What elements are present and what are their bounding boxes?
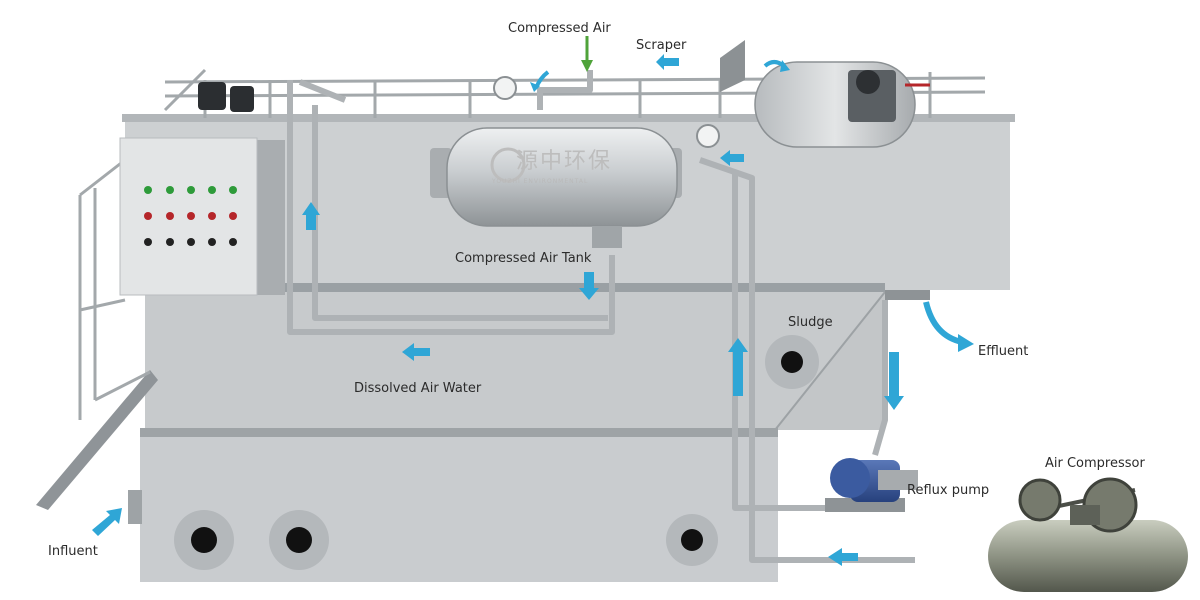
scraper-motor [856, 70, 880, 94]
outlet-flange [269, 510, 329, 570]
outlet-flange [666, 514, 718, 566]
arrow-icon [958, 334, 974, 352]
arrow-icon [884, 352, 904, 410]
label-effluent: Effluent [978, 344, 1029, 359]
arrow-icon [302, 202, 320, 230]
staircase [36, 158, 158, 510]
flow-arrows [92, 54, 974, 566]
watermark-text: 源中环保 [516, 149, 613, 174]
control-cabinet [119, 137, 285, 296]
curved-arrow-icon [923, 301, 963, 345]
watermark-logo-icon [490, 147, 526, 183]
arrow-icon [656, 54, 679, 70]
label-influent: Influent [48, 544, 98, 559]
label-sludge: Sludge [788, 315, 833, 330]
scraper-unit [720, 40, 930, 148]
tank-top-rim [122, 114, 1015, 122]
outlet-flange [174, 510, 234, 570]
control-buttons-black [144, 238, 237, 246]
arrow-icon [828, 548, 858, 566]
label-compressed-air-tank: Compressed Air Tank [455, 251, 592, 266]
arrow-icon [579, 272, 599, 300]
arrow-icon [780, 60, 790, 72]
indicator-lights-green [144, 186, 237, 194]
arrow-icon [720, 150, 744, 166]
agitator-motor [198, 82, 254, 112]
label-air-compressor: Air Compressor [1045, 456, 1145, 471]
flanged-outlets [128, 290, 930, 570]
tank-upper-ledge [125, 283, 885, 292]
compressed-air-arrow-icon [581, 36, 593, 72]
label-dissolved-air-water: Dissolved Air Water [354, 381, 482, 396]
arrow-icon [92, 508, 122, 536]
watermark-subtext: YOUZHI ENVIRONMENTAL [492, 178, 589, 185]
label-reflux-pump: Reflux pump [907, 483, 990, 498]
label-compressed-air: Compressed Air [508, 21, 611, 36]
effluent-outlet [885, 290, 930, 300]
compressed-air-tank [430, 76, 720, 248]
arrow-icon [402, 343, 430, 361]
indicator-lights-red [144, 212, 237, 220]
air-compressor [988, 477, 1188, 592]
tank-lower-section [140, 428, 778, 582]
tank-lower-ledge [140, 428, 778, 437]
pressure-gauge [696, 124, 720, 148]
sludge-outlet-flange [765, 335, 819, 389]
pressure-gauge [493, 76, 517, 100]
influent-inlet [128, 490, 142, 524]
arrow-icon [530, 82, 540, 92]
reflux-pump [825, 458, 918, 512]
arrow-icon [728, 338, 748, 396]
label-scraper: Scraper [636, 38, 687, 53]
